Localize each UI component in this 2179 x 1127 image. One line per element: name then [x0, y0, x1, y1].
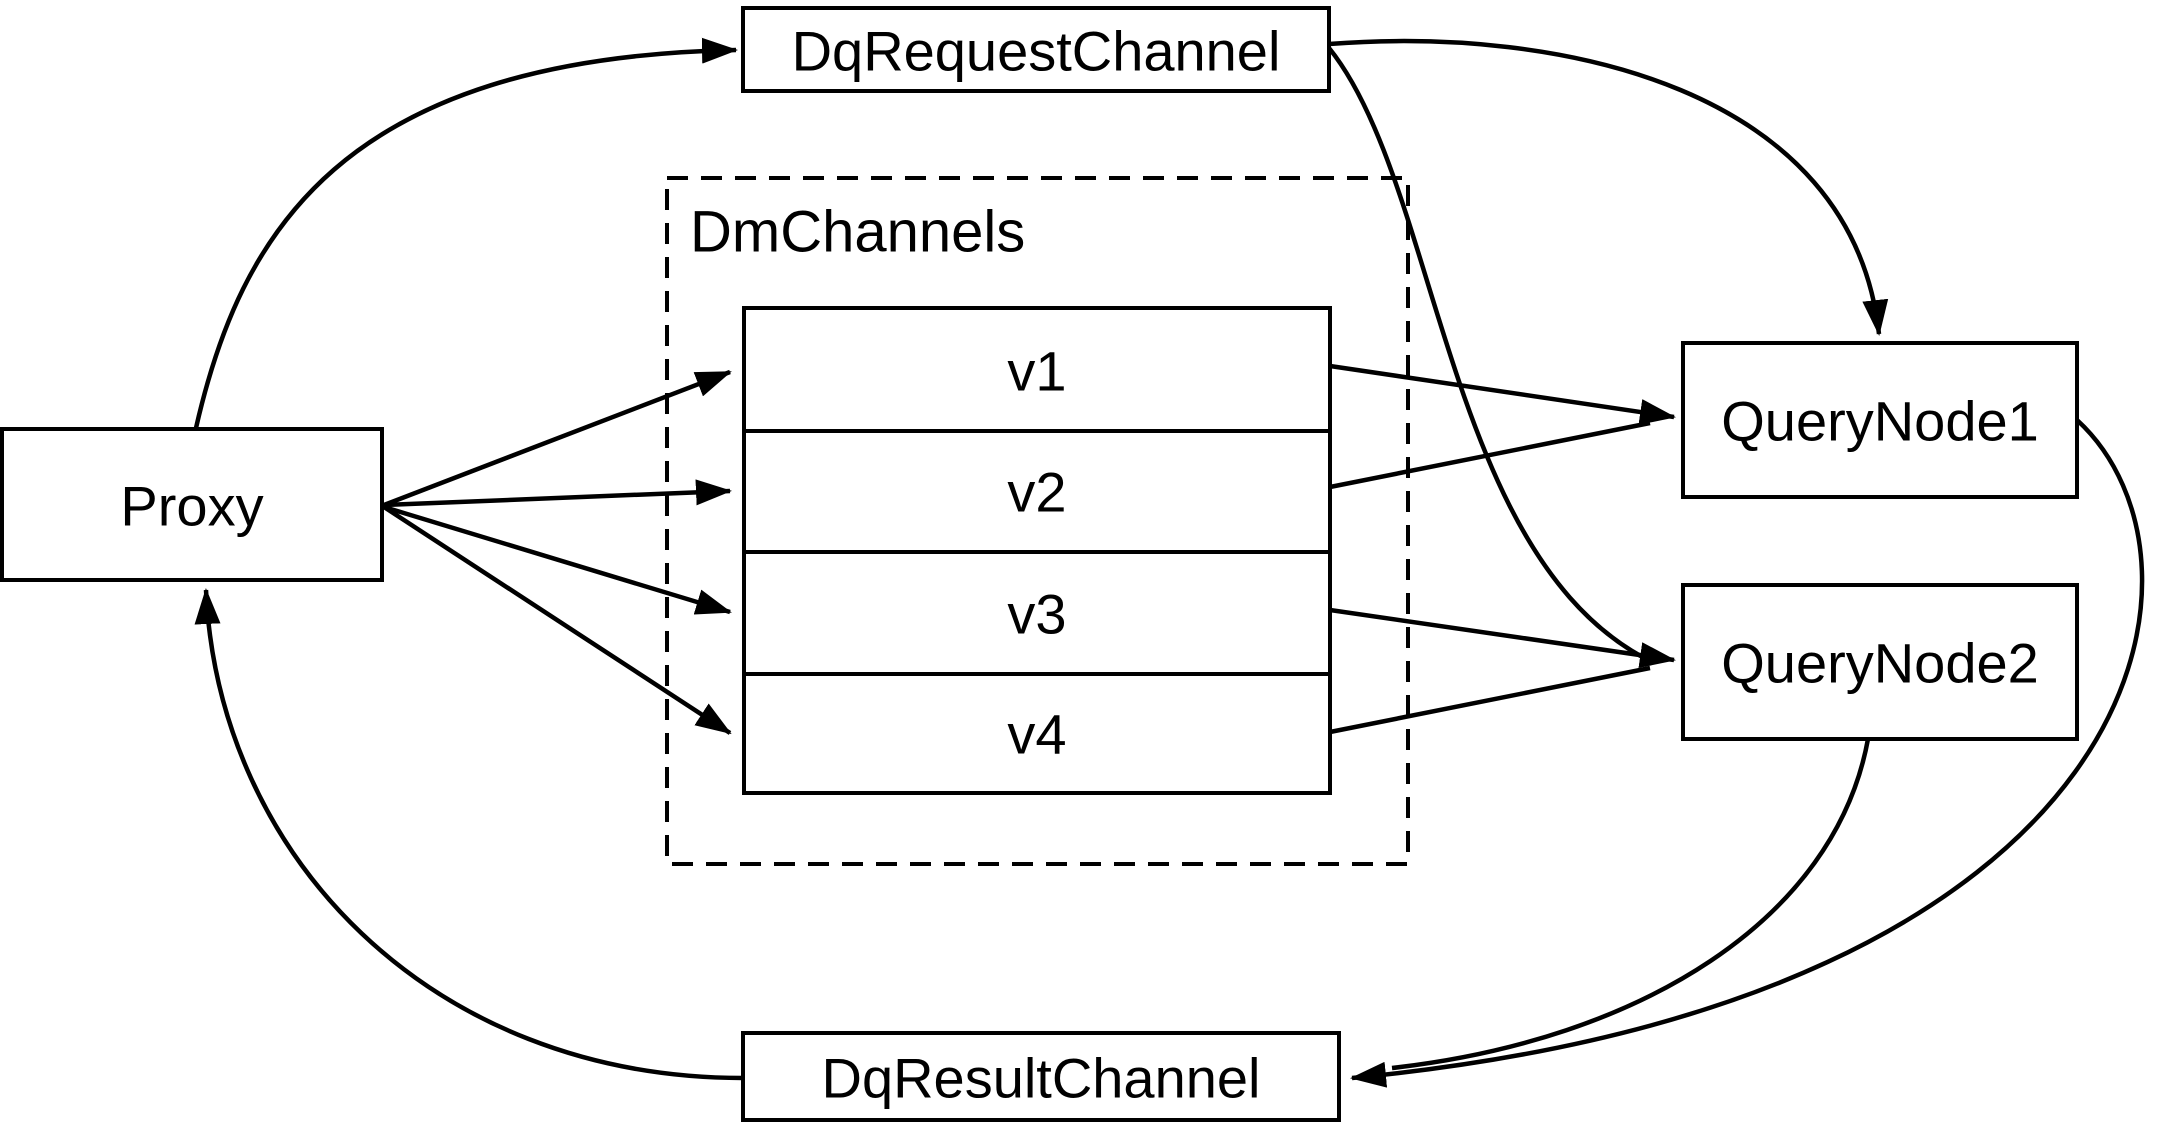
edge-querynode1-to-dqresultchannel — [1350, 418, 2145, 1088]
proxy-label: Proxy — [120, 475, 263, 538]
query-node-1-box — [1681, 341, 2079, 499]
edge-proxy-to-dqrequestchannel — [193, 37, 738, 429]
query-node-2-label: QueryNode2 — [1721, 632, 2039, 695]
channel-row-v1: v1 — [742, 306, 1332, 433]
edges — [193, 37, 2145, 1088]
edge-dqresultchannel-to-proxy — [194, 588, 744, 1081]
node-dq-result-channel: DqResultChannel — [741, 1031, 1341, 1122]
channel-v1-box — [742, 306, 1332, 433]
proxy-box — [0, 427, 384, 582]
channel-v4-box — [742, 672, 1332, 795]
edge-v4-to-querynode2 — [1329, 665, 1651, 735]
channel-v1-label: v1 — [1007, 340, 1066, 403]
edge-proxy-to-v2 — [383, 479, 732, 508]
edge-dqrequestchannel-to-querynode2 — [1327, 46, 1653, 665]
edge-proxy-to-v1 — [383, 369, 732, 508]
node-proxy: Proxy — [0, 427, 384, 582]
query-node-1-label: QueryNode1 — [1721, 390, 2039, 453]
channel-v3-box — [742, 550, 1332, 676]
channel-row-v4: v4 — [742, 672, 1332, 795]
channel-row-v3: v3 — [742, 550, 1332, 676]
edge-v1-to-querynode1 — [1329, 363, 1676, 425]
node-dq-request-channel: DqRequestChannel — [741, 6, 1331, 93]
channel-v2-label: v2 — [1007, 461, 1066, 524]
node-query-node-1: QueryNode1 — [1681, 341, 2079, 499]
channel-v2-box — [742, 429, 1332, 554]
edge-dqrequestchannel-to-querynode1 — [1328, 38, 1889, 336]
node-query-node-2: QueryNode2 — [1681, 583, 2079, 741]
edge-proxy-to-v4 — [382, 505, 732, 735]
dq-request-channel-box — [741, 6, 1331, 93]
edge-querynode2-to-dqresultchannel — [1391, 738, 1871, 1071]
edge-v2-to-querynode1 — [1329, 420, 1651, 490]
dq-request-channel-label: DqRequestChannel — [792, 20, 1281, 83]
channel-v3-label: v3 — [1007, 583, 1066, 646]
dm-channels-group: DmChannels v1 v2 v3 v4 — [665, 176, 1410, 866]
dm-channels-label: DmChannels — [690, 200, 1025, 265]
channel-v4-label: v4 — [1007, 703, 1066, 766]
query-node-2-box — [1681, 583, 2079, 741]
edge-proxy-to-v3 — [383, 504, 732, 615]
dq-result-channel-label: DqResultChannel — [822, 1047, 1261, 1110]
dq-result-channel-box — [741, 1031, 1341, 1122]
edge-v3-to-querynode2 — [1329, 607, 1676, 668]
channel-row-v2: v2 — [742, 429, 1332, 554]
